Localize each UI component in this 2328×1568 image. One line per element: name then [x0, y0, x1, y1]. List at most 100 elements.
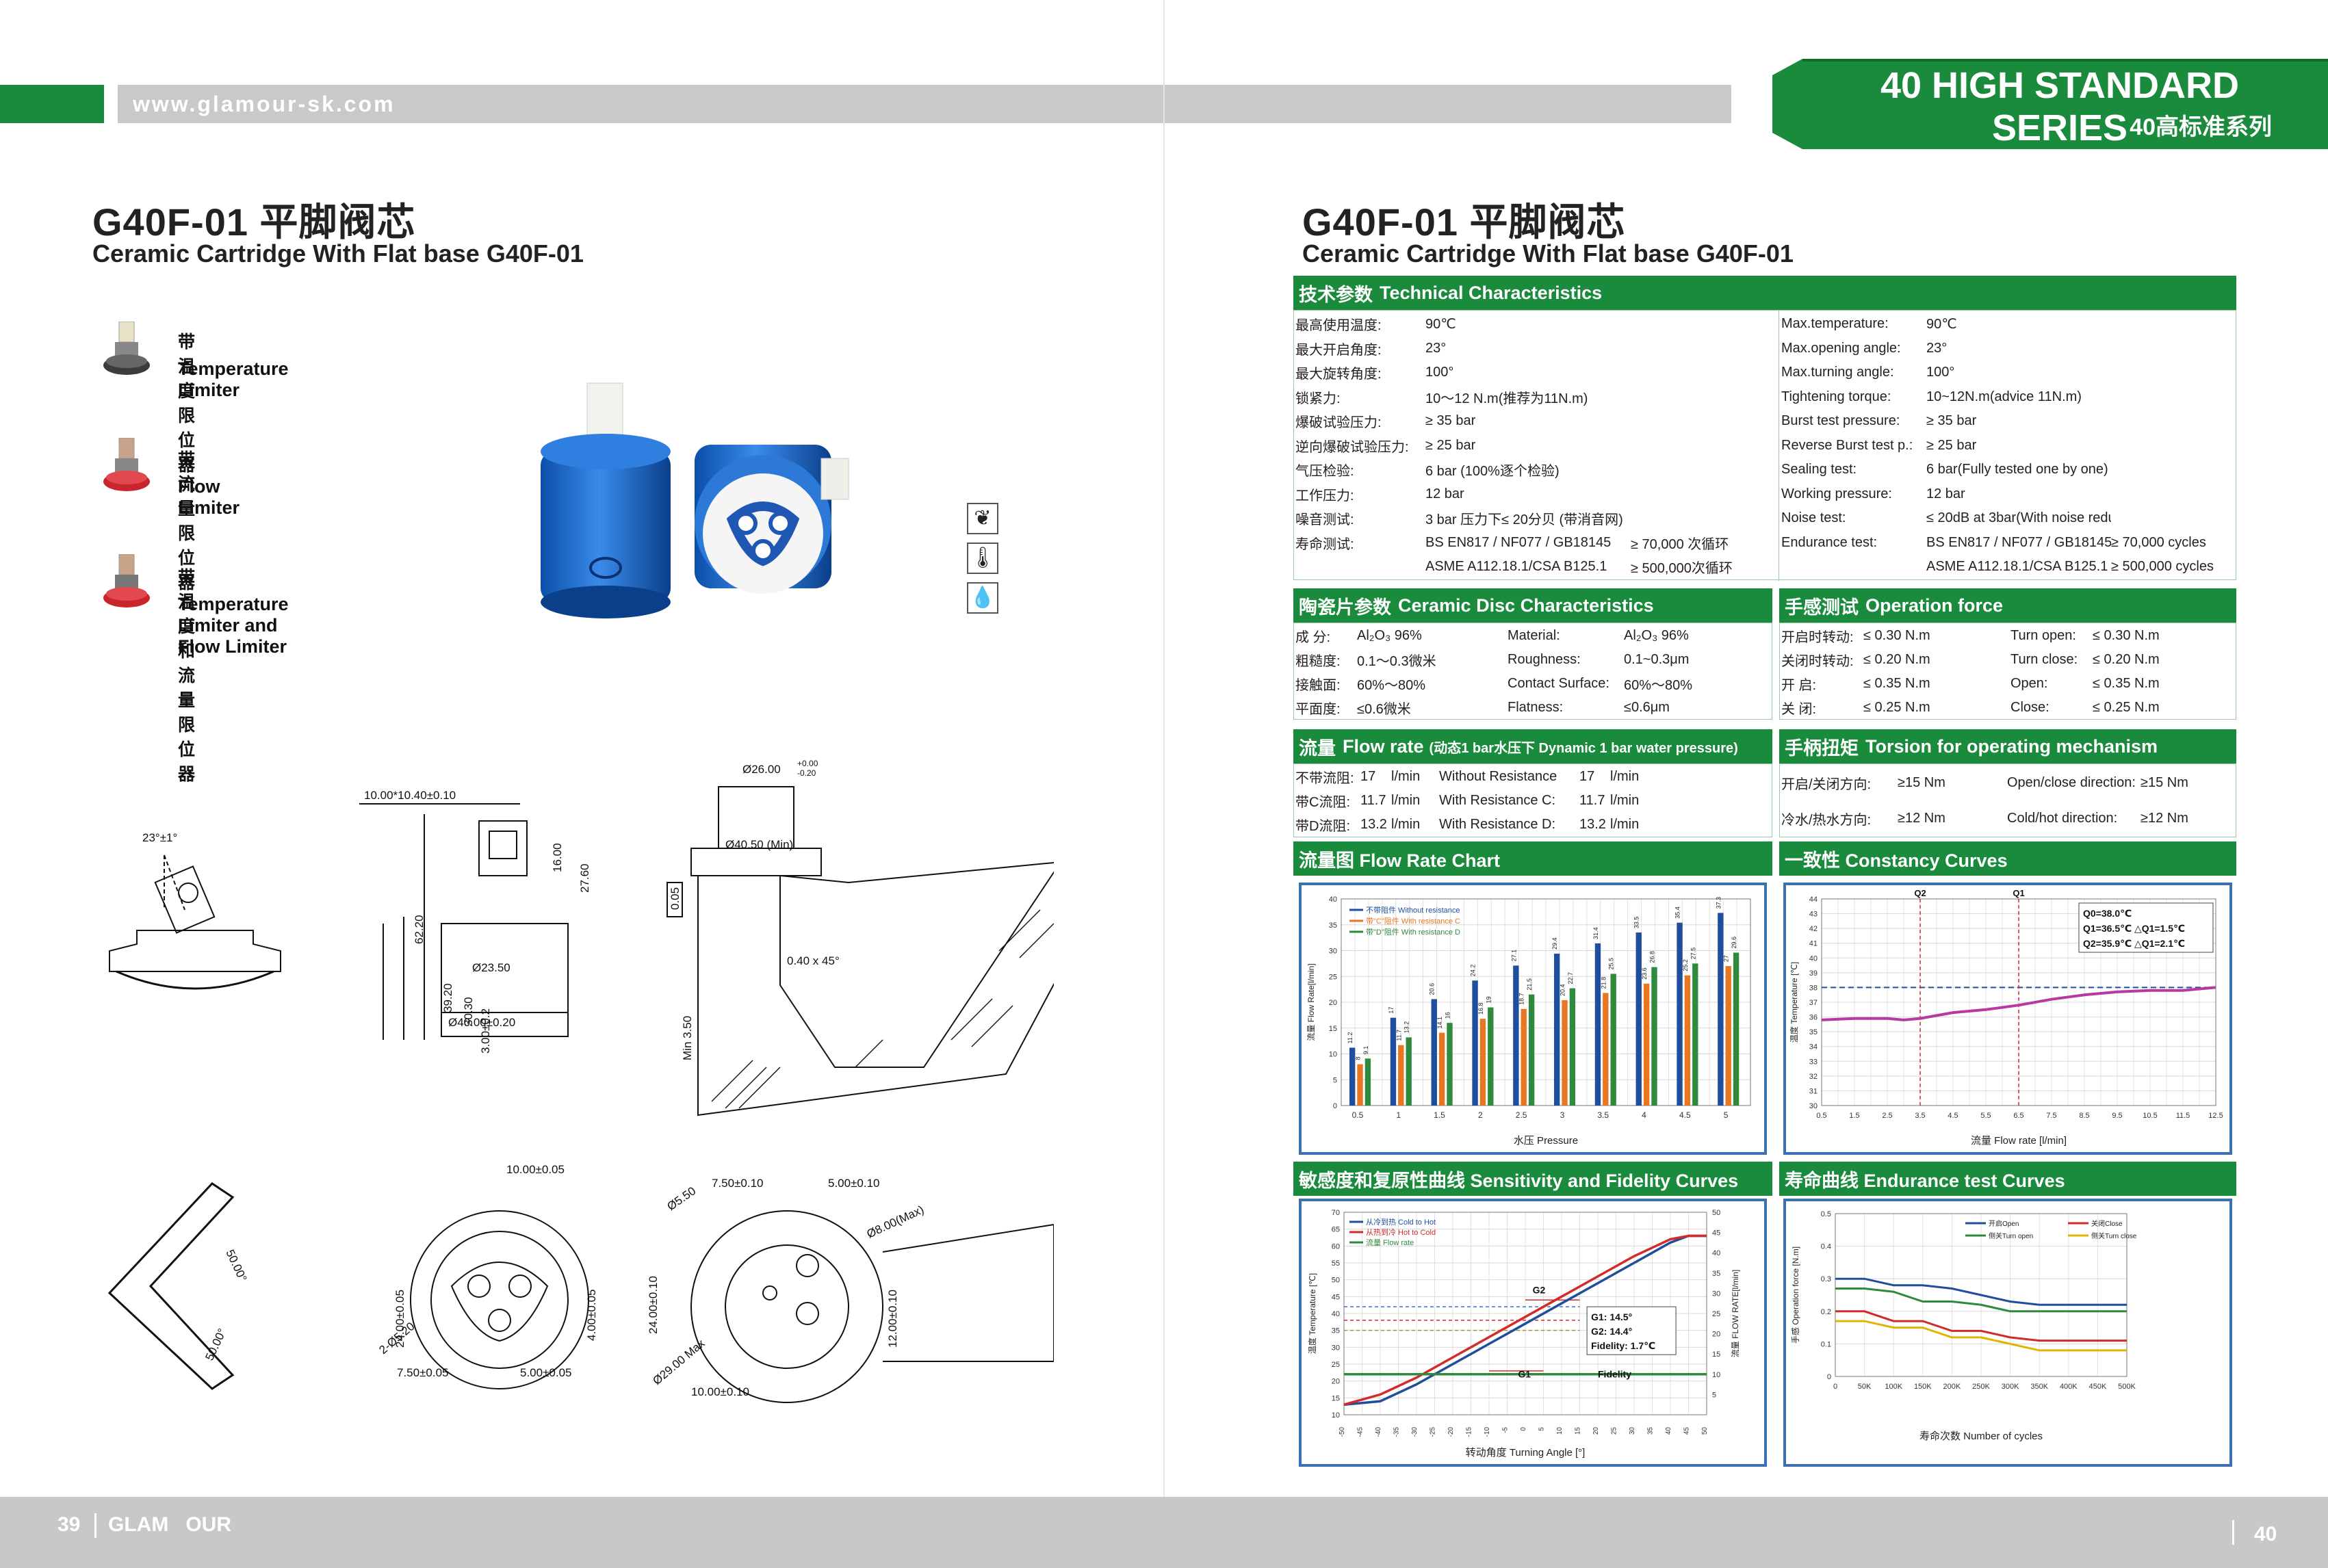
table-cell: 接触面:	[1295, 678, 1341, 693]
tech-row-en: Tightening torque:10~12N.m(advice 11N.m)	[1781, 385, 2233, 410]
table-cell: 11.7	[1579, 793, 1605, 808]
feature-en: Temperature Limiter and Flow Limiter	[178, 594, 289, 657]
x-tick-label: 3.5	[1597, 1110, 1609, 1120]
x-axis-label: 寿命次数 Number of cycles	[1919, 1430, 2043, 1442]
feature-cn: 带温度和流量限位器	[178, 568, 196, 784]
left-header-green-tab	[0, 85, 104, 123]
footer-bar	[0, 1497, 2328, 1568]
table-cell: Reverse Burst test p.:	[1781, 437, 1913, 453]
x-tick-label: 1.5	[1849, 1112, 1859, 1120]
footer-left-page-number: 39	[57, 1513, 81, 1536]
table-cell: Turn open:	[2010, 628, 2076, 643]
x-tick-label: -10	[1484, 1427, 1491, 1437]
bar	[1398, 1045, 1404, 1106]
site-url[interactable]: www.glamour-sk.com	[133, 92, 396, 116]
chart-title: 寿命曲线 Endurance test Curves	[1785, 1170, 2065, 1191]
y-tick-label: 30	[1332, 1344, 1340, 1352]
y-tick-label: 37	[1809, 999, 1818, 1007]
plot-area	[1835, 1213, 2127, 1377]
y-tick-label: 35	[1332, 1327, 1340, 1335]
y2-tick-label: 20	[1712, 1331, 1720, 1339]
y-tick-label: 5	[1333, 1076, 1337, 1084]
bar-value-label: 23.6	[1641, 967, 1648, 980]
footer-separator	[94, 1513, 96, 1538]
y-tick-label: 0	[1333, 1102, 1337, 1110]
section-title-cn: 陶瓷片参数	[1299, 597, 1391, 618]
y-tick-label: 50	[1332, 1277, 1340, 1285]
bar	[1562, 999, 1568, 1106]
table-cell: Flatness:	[1508, 700, 1564, 715]
y-tick-label: 36	[1809, 1014, 1818, 1022]
disc-rows: 成 分:Al₂O₃ 96%Material:Al₂O₃ 96%粗糙度:0.1～0…	[1295, 624, 1768, 720]
y-tick-label: 30	[1329, 948, 1337, 956]
table-cell: 最高使用温度:	[1295, 318, 1382, 334]
annotation-text: Fidelity: 1.7℃	[1591, 1340, 1655, 1351]
y-tick-label: 0.3	[1821, 1275, 1831, 1283]
section-title-en: Technical Characteristics	[1380, 282, 1603, 303]
x-tick-label: 100K	[1885, 1383, 1902, 1391]
chart-label: G2	[1533, 1284, 1546, 1295]
y2-tick-label: 5	[1712, 1391, 1716, 1399]
chart-title: 敏感度和复原性曲线 Sensitivity and Fidelity Curve…	[1299, 1170, 1739, 1191]
bar	[1349, 1047, 1356, 1106]
bar	[1684, 975, 1691, 1106]
table-cell: ≤0.6μm	[1624, 700, 1670, 715]
section-title-en: Ceramic Disc Characteristics	[1398, 594, 1654, 616]
feature-cn: 带温度限位器	[178, 332, 196, 475]
header-url-bar: www.glamour-sk.com	[118, 85, 1731, 123]
temp-flow-limiter-icon	[103, 554, 150, 607]
y-tick-label: 35	[1809, 1028, 1818, 1036]
bar-value-label: 13.2	[1404, 1021, 1410, 1034]
table-cell: 粗糙度:	[1295, 654, 1341, 669]
technical-drawings: 23°±1° 10.00*10.40±0.10 62.20 39.20 30.3…	[107, 759, 1054, 1403]
y-tick-label: 70	[1332, 1209, 1340, 1217]
x-tick-label: 4	[1642, 1110, 1646, 1120]
x-tick-label: 400K	[2060, 1383, 2078, 1391]
dim-b500: 5.00±0.05	[520, 1366, 572, 1379]
torsion-section-header: 手柄扭矩 Torsion for operating mechanism	[1779, 729, 2236, 763]
y2-tick-label: 45	[1712, 1229, 1720, 1238]
feature-cn: 带流量限位器	[178, 450, 196, 592]
series-banner: 40 HIGH STANDARD SERIES 40高标准系列	[1772, 59, 2328, 149]
x-tick-label: 4.5	[1679, 1110, 1691, 1120]
bar	[1594, 943, 1601, 1106]
x-tick-label: -15	[1466, 1427, 1473, 1437]
dim-c550: Ø5.50	[664, 1184, 698, 1213]
table-cell: With Resistance D:	[1439, 817, 1556, 832]
dim-c750: 7.50±0.10	[712, 1177, 764, 1190]
x-tick-label: 10	[1556, 1427, 1564, 1435]
footer-right-page-number: 40	[2254, 1523, 2277, 1545]
bar	[1569, 988, 1576, 1106]
bar	[1431, 999, 1437, 1106]
y-tick-label: 43	[1809, 911, 1818, 919]
dim-height-3: 3.00±0.2	[479, 1008, 492, 1054]
drawing-handle-angles: 50.00° 50.00°	[107, 1182, 249, 1390]
footer-separator-right	[2232, 1520, 2234, 1545]
dim-angle: 23°±1°	[142, 831, 177, 844]
chart-title: 流量图 Flow Rate Chart	[1299, 850, 1501, 871]
x-tick-label: 1.5	[1434, 1110, 1445, 1120]
y-tick-label: 20	[1332, 1378, 1340, 1386]
bar	[1733, 952, 1739, 1106]
disc-row: 成 分:Al₂O₃ 96%Material:Al₂O₃ 96%	[1295, 624, 1768, 648]
drawing-section-view: Ø26.00 +0.00 -0.20 Ø40.50 (Min) 0.05 0.4…	[667, 759, 1054, 1116]
table-cell: 3 bar 压力下≤ 20分贝 (带消音网)	[1425, 512, 1623, 528]
y2-tick-label: 10	[1712, 1371, 1720, 1379]
disc-table	[1293, 623, 1772, 720]
bar-value-label: 27.1	[1510, 950, 1517, 962]
table-cell: 6 bar(Fully tested one by one)	[1926, 462, 2108, 478]
x-tick-label: -35	[1393, 1427, 1401, 1437]
x-tick-label: 5.5	[1980, 1112, 1991, 1120]
y-tick-label: 34	[1809, 1043, 1818, 1051]
y-tick-label: 30	[1809, 1102, 1818, 1110]
y-tick-label: 38	[1809, 984, 1818, 992]
bar	[1365, 1058, 1371, 1106]
